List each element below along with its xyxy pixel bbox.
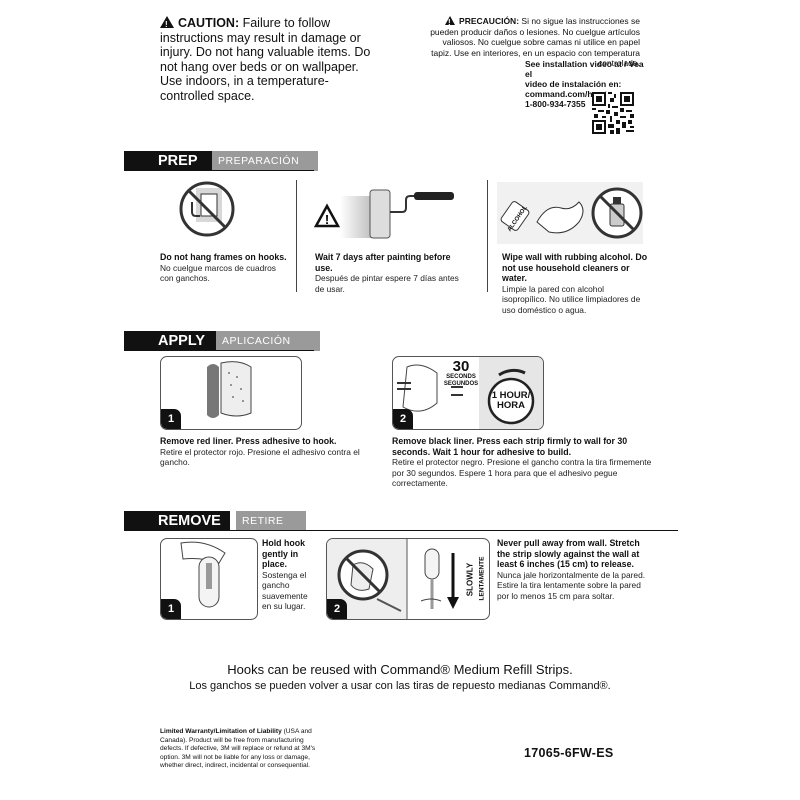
paint-roller-icon: ! (313, 189, 454, 239)
install-line-1: See installation video at / Vea el (525, 59, 644, 79)
prep-item-3-caption: Wipe wall with rubbing alcohol. Do not u… (502, 252, 650, 315)
apply-step-2-bold: Remove black liner. Press each strip fir… (392, 436, 628, 457)
apply-step-1-normal: Retire el protector rojo. Presione el ad… (160, 446, 360, 468)
slowly-text: SLOWLY (465, 562, 475, 597)
prep-item-1-caption: Do not hang frames on hooks. No cuelgue … (160, 252, 290, 284)
install-url[interactable]: command.com/howtouse (525, 89, 628, 99)
apply-step-1-caption: Remove red liner. Press adhesive to hook… (160, 436, 385, 468)
step-number: 1 (161, 409, 181, 429)
step-number: 1 (161, 599, 181, 619)
divider (487, 180, 488, 292)
prep-title: PREP (124, 151, 212, 171)
caution-label: CAUTION: (178, 16, 240, 30)
precaucion-text: Si no sigue las instrucciones se pueden … (430, 16, 640, 68)
remove-step-1-bold: Hold hook gently in place. (262, 538, 306, 569)
prep-item-1-bold: Do not hang frames on hooks. (160, 252, 287, 262)
apply-step-2-image: 30 SECONDS SEGUNDOS 1 HOUR/ HORA 2 (392, 356, 544, 430)
svg-text:!: ! (325, 212, 329, 227)
remove-title: REMOVE (124, 511, 230, 531)
install-video-info: See installation video at / Vea el video… (525, 59, 645, 109)
warning-icon (445, 16, 456, 29)
remove-step-1-image: 1 (160, 538, 258, 620)
one-hour-label: 1 HOUR/ HORA (489, 391, 533, 411)
apply-subtitle: APLICACIÓN (216, 331, 320, 351)
prep-banner: PREP PREPARACIÓN (124, 151, 684, 171)
remove-step-1-caption: Hold hook gently in place. Sostenga el g… (262, 538, 318, 612)
install-line-2: video de instalación en: (525, 79, 622, 89)
precaucion-label: PRECAUCIÓN: (459, 16, 520, 26)
remove-step-1-normal: Sostenga el gancho suavemente en su luga… (262, 569, 308, 612)
qr-code-icon[interactable] (592, 92, 634, 134)
prep-subtitle: PREPARACIÓN (212, 151, 318, 171)
prep-item-3-bold: Wipe wall with rubbing alcohol. Do not u… (502, 252, 648, 283)
seconds-label-es: SEGUNDOS (443, 381, 479, 387)
reuse-note-en: Hooks can be reused with Command® Medium… (227, 662, 573, 677)
warranty-title: Limited Warranty/Limitation of Liability (160, 728, 282, 735)
remove-step-2-image: SLOWLY LENTAMENTE 2 (326, 538, 490, 620)
warning-icon (160, 16, 174, 33)
remove-step-2-bold: Never pull away from wall. Stretch the s… (497, 538, 640, 569)
product-code: 17065-6FW-ES (524, 746, 614, 760)
reuse-note-es: Los ganchos se pueden volver a usar con … (189, 680, 611, 692)
caution-notice: CAUTION: Failure to follow instructions … (160, 16, 380, 103)
prep-item-2-bold: Wait 7 days after painting before use. (315, 252, 451, 273)
apply-step-2-caption: Remove black liner. Press each strip fir… (392, 436, 652, 489)
prep-item-2-normal: Después de pintar espere 7 días antes de… (315, 273, 459, 294)
prep-item-3-normal: Limpie la pared con alcohol isopropílico… (502, 283, 641, 315)
remove-step-2-caption: Never pull away from wall. Stretch the s… (497, 538, 655, 601)
step-number: 2 (393, 409, 413, 429)
no-frames-icon (179, 181, 235, 237)
apply-banner: APPLY APLICACIÓN (124, 331, 684, 351)
limited-warranty: Limited Warranty/Limitation of Liability… (160, 728, 320, 771)
divider (296, 180, 297, 292)
seconds-label-en: SECONDS (446, 374, 476, 380)
caution-text: Failure to follow instructions may resul… (160, 16, 371, 103)
remove-banner: REMOVE RETIRE (124, 511, 678, 531)
apply-title: APPLY (124, 331, 218, 351)
seconds-number: 30 (452, 358, 470, 375)
slowly-label: SLOWLY LENTAMENTE (451, 555, 486, 603)
prep-item-2-caption: Wait 7 days after painting before use. D… (315, 252, 470, 294)
apply-step-1-image: 1 (160, 356, 302, 430)
wipe-wall-icon: ALCOHOL (497, 182, 643, 244)
lentamente-text: LENTAMENTE (478, 556, 486, 601)
step-number: 2 (327, 599, 347, 619)
precaucion-notice: PRECAUCIÓN: Si no sigue las instruccione… (430, 16, 640, 69)
apply-step-1-bold: Remove red liner. Press adhesive to hook… (160, 436, 337, 446)
warranty-text: (USA and Canada). Product will be free f… (160, 728, 316, 770)
thirty-seconds-label: 30 SECONDS SEGUNDOS (443, 359, 479, 388)
remove-step-2-normal: Nunca jale horizontalmente de la pared. … (497, 569, 646, 601)
hour-label-es: HORA (497, 400, 525, 411)
apply-step-2-normal: Retire el protector negro. Presione el g… (392, 457, 652, 488)
prep-item-1-normal: No cuelgue marcos de cuadros con ganchos… (160, 262, 276, 284)
remove-subtitle: RETIRE (236, 511, 306, 531)
install-phone: 1-800-934-7355 (525, 99, 586, 109)
hour-label-en: 1 HOUR/ (491, 390, 531, 401)
